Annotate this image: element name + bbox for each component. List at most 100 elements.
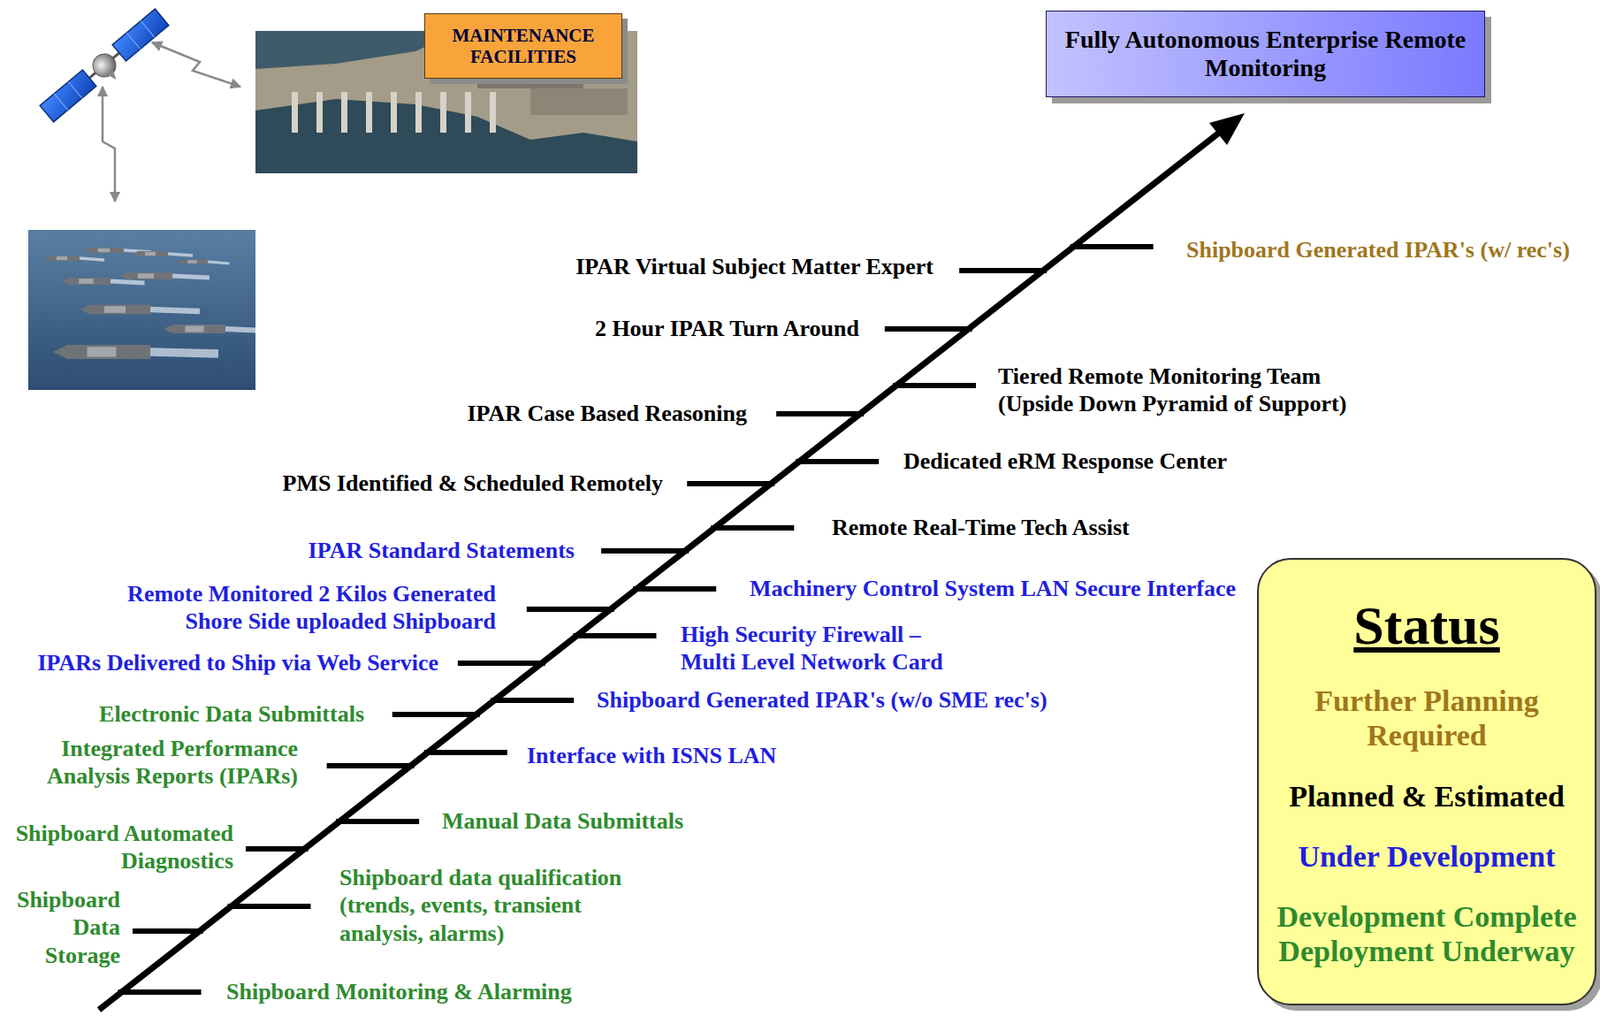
ship-hull bbox=[79, 304, 151, 315]
milestone-tick bbox=[1070, 243, 1154, 250]
milestone-label-holder: IPAR Standard Statements bbox=[308, 536, 575, 564]
link-arrow bbox=[102, 86, 115, 202]
ship-superstructure bbox=[98, 248, 111, 252]
panel-grid bbox=[53, 93, 68, 110]
ship-hull bbox=[163, 324, 226, 334]
solar-panel bbox=[112, 8, 169, 61]
ship bbox=[79, 304, 200, 315]
milestone-tick bbox=[424, 749, 508, 755]
milestone-tick bbox=[959, 267, 1047, 274]
ship bbox=[44, 255, 105, 261]
milestone-label: IPAR Standard Statements bbox=[308, 537, 575, 564]
ship-wake bbox=[150, 309, 200, 312]
milestone-label: Integrated Performance Analysis Reports … bbox=[46, 735, 298, 789]
milestone-label-holder: Shipboard Monitoring & Alarming bbox=[226, 977, 572, 1006]
panel-grid bbox=[126, 32, 140, 49]
milestone-label-holder: Shipboard Automated Diagnostics bbox=[5, 819, 234, 875]
milestone-tick bbox=[686, 480, 775, 487]
milestone-tick bbox=[632, 586, 717, 592]
ship-superstructure bbox=[185, 326, 205, 333]
box-title: Status bbox=[1353, 594, 1500, 657]
legend-text: Under Development bbox=[1297, 839, 1555, 873]
milestone-label: IPAR Case Based Reasoning bbox=[466, 400, 747, 427]
roadmap-arrowhead bbox=[1209, 113, 1245, 145]
ship-superstructure bbox=[87, 346, 117, 357]
ship-hull bbox=[53, 344, 151, 359]
satellite-antenna bbox=[107, 70, 120, 83]
milestone-label: Shipboard Monitoring & Alarming bbox=[226, 978, 572, 1005]
ship-superstructure bbox=[187, 259, 198, 264]
milestone-label: Shipboard Data Storage bbox=[16, 886, 121, 968]
milestone-tick bbox=[710, 525, 794, 531]
ship-wake bbox=[225, 328, 256, 331]
ship-superstructure bbox=[78, 278, 94, 284]
milestone-label: Tiered Remote Monitoring Team (Upside Do… bbox=[998, 363, 1347, 417]
milestone-label: IPARs Delivered to Ship via Web Service bbox=[37, 649, 439, 676]
milestone-label-holder: Interface with ISNS LAN bbox=[526, 741, 777, 770]
sea bbox=[28, 229, 256, 390]
ship-superstructure bbox=[56, 256, 68, 260]
status-legend-box: StatusFurther Planning RequiredPlanned &… bbox=[1257, 557, 1597, 1006]
pier bbox=[341, 91, 348, 133]
ship-superstructure bbox=[144, 251, 156, 256]
milestone-tick bbox=[776, 411, 864, 417]
box-title: MAINTENANCE FACILITIES bbox=[434, 24, 613, 68]
ship-wake bbox=[207, 261, 230, 264]
milestone-label: 2 Hour IPAR Turn Around bbox=[594, 315, 860, 342]
legend-text: Planned & Estimated bbox=[1288, 779, 1565, 813]
milestone-label-holder: Electronic Data Submittals bbox=[99, 700, 365, 728]
legend-entry: Development Complete Deployment Underway bbox=[1271, 899, 1583, 968]
ship bbox=[132, 251, 193, 257]
roadmap-axis bbox=[99, 133, 1219, 1010]
solar-panel bbox=[39, 69, 97, 122]
legend-text: Development Complete Deployment Underway bbox=[1277, 899, 1578, 968]
milestone-tick bbox=[335, 818, 420, 824]
milestone-label-holder: Shipboard Data Storage bbox=[7, 885, 121, 969]
satellite-body bbox=[88, 49, 122, 83]
milestone-label: Electronic Data Submittals bbox=[99, 700, 365, 727]
milestone-label-holder: Shipboard Generated IPAR's (w/o SME rec'… bbox=[596, 685, 1048, 714]
ship-hull bbox=[176, 259, 208, 265]
pier bbox=[316, 91, 323, 133]
milestone-label: Interface with ISNS LAN bbox=[526, 742, 777, 769]
legend-entry: Planned & Estimated bbox=[1288, 778, 1565, 814]
milestone-tick bbox=[526, 606, 615, 612]
milestone-label-holder: IPAR Case Based Reasoning bbox=[466, 399, 747, 427]
ship-hull bbox=[83, 247, 124, 253]
ship-superstructure bbox=[137, 273, 154, 279]
pier bbox=[415, 91, 422, 133]
milestone-tick bbox=[490, 697, 574, 703]
milestone-label: High Security Firewall – Multi Level Net… bbox=[680, 621, 944, 675]
ship-wake bbox=[172, 275, 210, 278]
panel-grid bbox=[140, 21, 154, 38]
milestone-label: Dedicated eRM Response Center bbox=[903, 448, 1227, 474]
milestone-label-holder: Tiered Remote Monitoring Team (Upside Do… bbox=[998, 362, 1387, 418]
milestone-tick bbox=[795, 458, 879, 465]
milestone-tick bbox=[601, 548, 689, 554]
milestone-label-holder: High Security Firewall – Multi Level Net… bbox=[680, 620, 968, 676]
milestone-label: Machinery Control System LAN Secure Inte… bbox=[749, 575, 1236, 602]
milestone-label-holder: 2 Hour IPAR Turn Around bbox=[594, 314, 860, 343]
fleet-photo bbox=[28, 229, 256, 390]
legend-text: Further Planning Required bbox=[1314, 684, 1539, 752]
ship bbox=[176, 259, 230, 265]
ship-wake bbox=[150, 351, 219, 354]
ship-wake bbox=[79, 258, 105, 260]
milestone-label: IPAR Virtual Subject Matter Expert bbox=[575, 253, 934, 280]
milestone-label-holder: Manual Data Submittals bbox=[441, 807, 684, 835]
milestone-tick bbox=[884, 326, 973, 332]
pier bbox=[440, 91, 447, 133]
pier bbox=[464, 91, 472, 133]
milestone-label-holder: Integrated Performance Analysis Reports … bbox=[15, 734, 298, 790]
milestone-label-holder: Dedicated eRM Response Center bbox=[903, 447, 1227, 475]
milestone-label: Remote Real-Time Tech Assist bbox=[831, 514, 1130, 541]
milestone-label: PMS Identified & Scheduled Remotely bbox=[282, 470, 663, 496]
milestone-label: Shipboard data qualification (trends, ev… bbox=[339, 864, 622, 945]
ship-hull bbox=[132, 251, 168, 257]
ship-wake bbox=[110, 281, 145, 283]
milestone-label-holder: PMS Identified & Scheduled Remotely bbox=[282, 469, 663, 497]
milestone-tick bbox=[572, 632, 656, 639]
shipyard-buildings bbox=[530, 88, 628, 115]
milestone-tick bbox=[227, 903, 311, 909]
milestone-label-holder: Remote Real-Time Tech Assist bbox=[831, 513, 1130, 541]
